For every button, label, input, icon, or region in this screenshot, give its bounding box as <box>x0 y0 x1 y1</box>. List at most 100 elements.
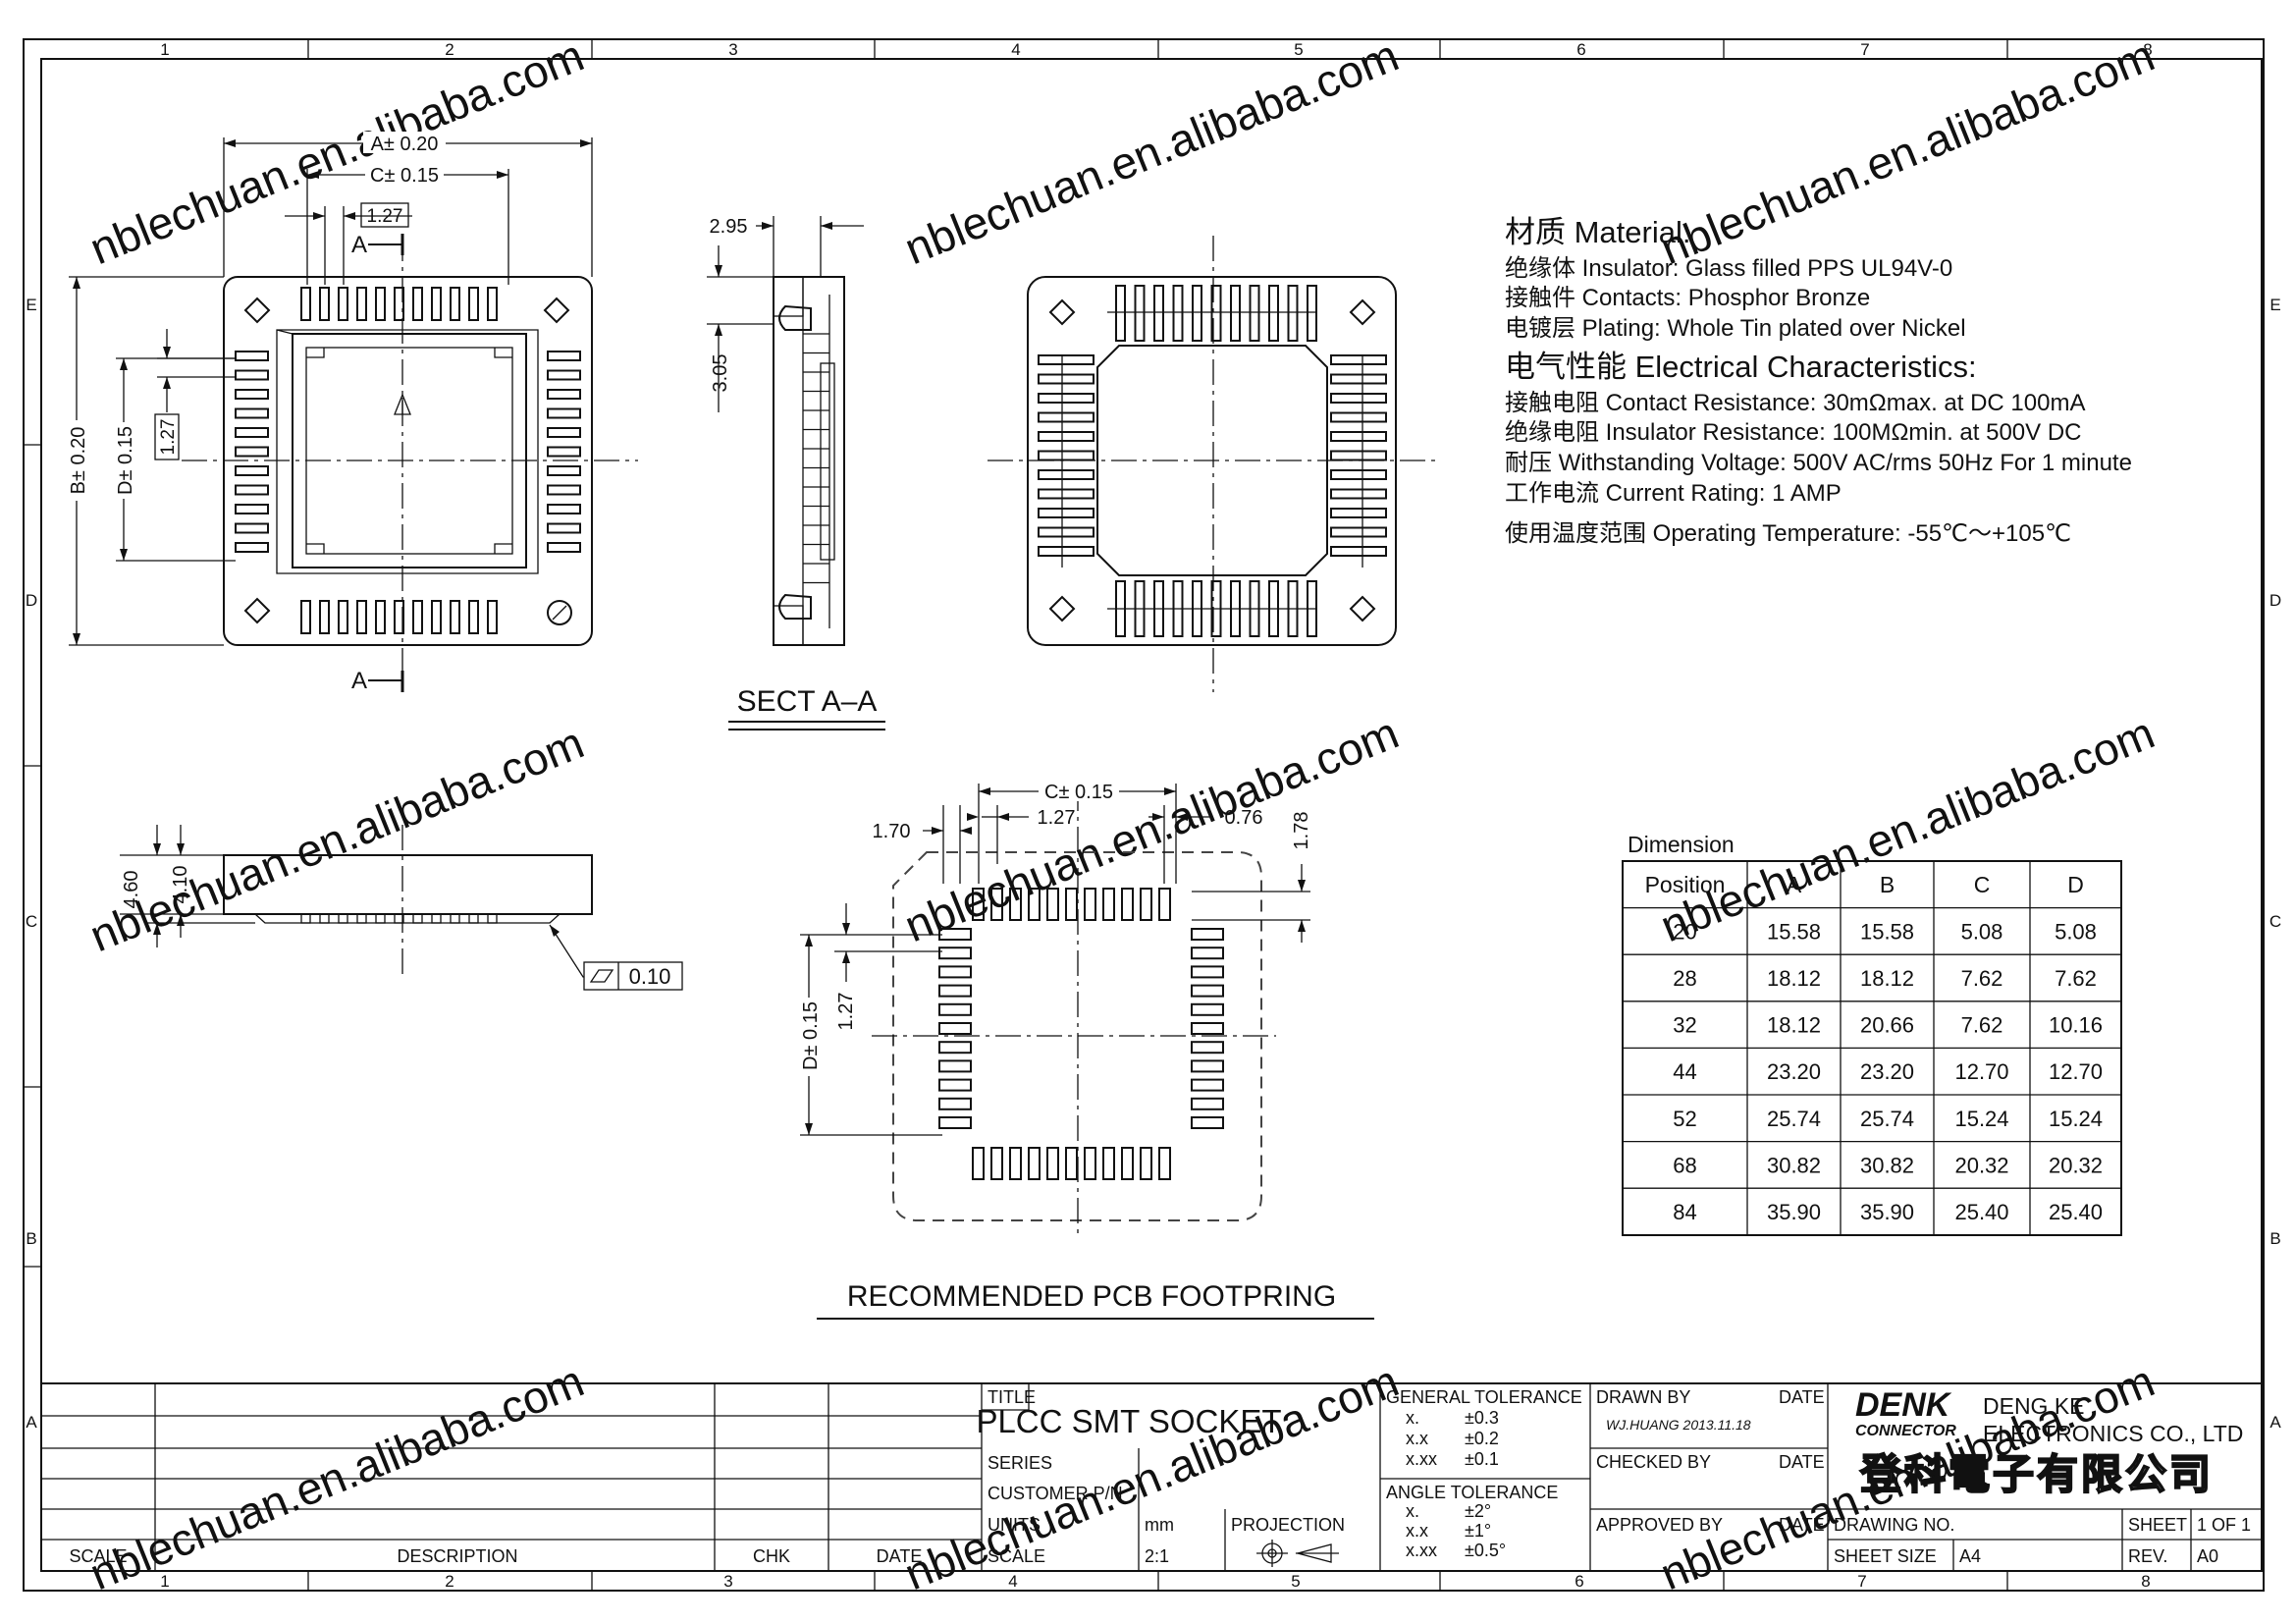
pin <box>412 287 423 321</box>
fp-dim-c: C± 0.15 <box>1044 782 1113 803</box>
pin <box>375 600 386 634</box>
table-cell: 7.62 <box>1961 1013 2003 1038</box>
table-cell: 15.24 <box>1954 1107 2008 1131</box>
pad <box>1191 1116 1224 1129</box>
table-cell: 18.12 <box>1767 966 1821 991</box>
table-cell: 32 <box>1673 1013 1696 1038</box>
spec-contact-resistance: 接触电阻 Contact Resistance: 30mΩmax. at DC … <box>1505 390 2085 416</box>
pad <box>938 1097 972 1110</box>
spec-plating: 电镀层 Plating: Whole Tin plated over Nicke… <box>1505 315 1966 342</box>
pad <box>1046 888 1059 921</box>
table-cell: 35.90 <box>1860 1200 1914 1224</box>
pad <box>1009 888 1022 921</box>
spec-insulator-resistance: 绝缘电阻 Insulator Resistance: 100MΩmin. at … <box>1505 419 2082 446</box>
pin <box>1249 580 1260 637</box>
table-cell: 20 <box>1673 919 1696 944</box>
column-label: 6 <box>1576 40 1585 59</box>
pin <box>300 287 311 321</box>
fp-dim-127-v: 1.27 <box>835 993 857 1031</box>
table-cell: 25.40 <box>2049 1200 2103 1224</box>
tb-approved-by-label: APPROVED BY <box>1596 1515 1723 1535</box>
pin <box>235 427 269 438</box>
sect-dim-side: 3.05 <box>710 354 731 393</box>
pin <box>1134 285 1146 342</box>
specifications: 材质 Material: 绝缘体 Insulator: Glass filled… <box>1505 215 2132 547</box>
section-mark-bottom: A <box>351 668 367 694</box>
pad <box>938 1116 972 1129</box>
column-label: 7 <box>1857 1572 1866 1591</box>
pad <box>1121 888 1134 921</box>
row-label: A <box>2269 1413 2281 1432</box>
table-cell: 23.20 <box>1860 1059 1914 1084</box>
pin <box>1038 488 1095 500</box>
pin <box>1330 508 1387 518</box>
pad <box>1191 947 1224 960</box>
table-cell: 7.62 <box>2055 966 2097 991</box>
pin <box>547 369 581 381</box>
pin <box>547 446 581 458</box>
column-label: 7 <box>1860 40 1869 59</box>
column-label: 3 <box>728 40 737 59</box>
table-cell: 25.74 <box>1860 1107 1914 1131</box>
column-label: 3 <box>723 1572 732 1591</box>
pad <box>1046 1147 1059 1180</box>
tolerance-value: ±2° <box>1465 1501 1491 1521</box>
pin <box>235 446 269 458</box>
table-cell: 15.58 <box>1767 919 1821 944</box>
table-cell: 5.08 <box>2055 919 2097 944</box>
material-heading: 材质 Material: <box>1505 215 1690 249</box>
watermark-text: nblechuan.en.alibaba.com <box>1653 707 2161 951</box>
pin <box>1192 580 1202 637</box>
pad <box>972 1147 985 1180</box>
table-cell: 12.70 <box>2049 1059 2103 1084</box>
spec-withstanding-voltage: 耐压 Withstanding Voltage: 500V AC/rms 50H… <box>1505 450 2132 476</box>
pad <box>938 1041 972 1055</box>
pad <box>938 947 972 960</box>
pin <box>1038 469 1095 480</box>
pin <box>1268 285 1279 342</box>
side-dim-outer: 4.60 <box>121 871 142 909</box>
row-label: D <box>26 591 37 610</box>
tolerance-value: ±0.1 <box>1465 1449 1499 1469</box>
spec-operating-temperature: 使用温度范围 Operating Temperature: -55℃～+105℃ <box>1505 520 2071 547</box>
spec-current-rating: 工作电流 Current Rating: 1 AMP <box>1505 480 1842 507</box>
table-cell: 68 <box>1673 1153 1696 1177</box>
pad <box>938 965 972 979</box>
pin <box>547 465 581 476</box>
tolerance-format: x. <box>1406 1501 1419 1521</box>
table-header-cell: C <box>1974 872 1991 897</box>
pin <box>300 913 311 924</box>
table-cell: 12.70 <box>1954 1059 2008 1084</box>
dim-c-label: C± 0.15 <box>370 165 439 187</box>
watermark-text: nblechuan.en.alibaba.com <box>82 29 590 274</box>
pad <box>938 1022 972 1035</box>
tb-drawn-by-label: DRAWN BY <box>1596 1387 1690 1407</box>
pin <box>356 287 367 321</box>
pin <box>431 600 442 634</box>
tb-sheet-label: SHEET <box>2128 1515 2187 1535</box>
side-dim-inner: 4.10 <box>170 866 191 904</box>
pad <box>1084 1147 1096 1180</box>
pin <box>235 351 269 361</box>
table-cell: 20.66 <box>1860 1013 1914 1038</box>
tb-units-value: mm <box>1145 1515 1174 1535</box>
side-view: 4.60 4.10 0.10 <box>120 825 683 991</box>
sect-dim-top: 2.95 <box>710 216 748 238</box>
pad <box>1191 1097 1224 1110</box>
pcb-footprint: C± 0.15 1.70 1.27 0.76 1.78 D± 0.15 <box>797 780 1374 1320</box>
table-cell: 15.24 <box>2049 1107 2103 1131</box>
tb-general-tolerance-label: GENERAL TOLERANCE <box>1386 1387 1582 1407</box>
pad <box>1158 888 1171 921</box>
column-label: 2 <box>445 40 454 59</box>
pin <box>338 287 348 321</box>
top-view: A± 0.20 C± 0.15 1.27 A A B± 0.20 <box>65 132 638 694</box>
pin <box>1230 285 1241 342</box>
dim-b-label: B± 0.20 <box>68 427 89 495</box>
column-label: 1 <box>160 1572 169 1591</box>
tolerance-format: x. <box>1406 1408 1419 1428</box>
company-name-2: ELECTRONICS CO., LTD <box>1983 1421 2243 1446</box>
company-name-cn: 登科電子有限公司 <box>1859 1451 2214 1497</box>
section-view: 2.95 3.05 SECT A–A <box>707 216 885 730</box>
pad <box>990 888 1003 921</box>
